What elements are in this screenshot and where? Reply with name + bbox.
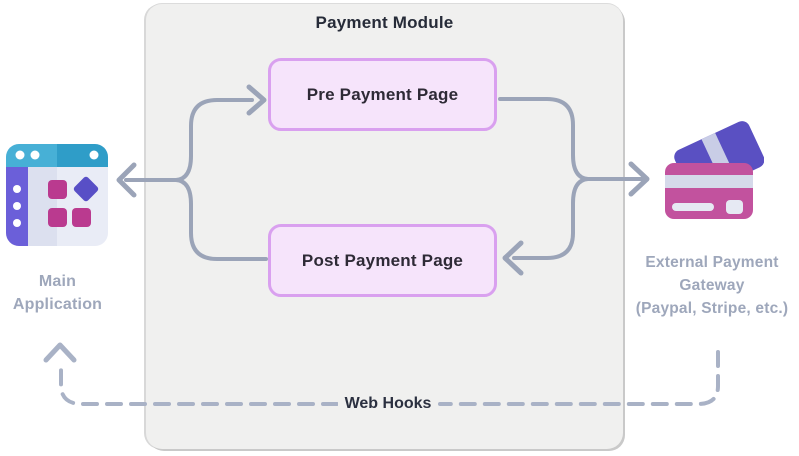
pre-payment-page-label: Pre Payment Page — [306, 84, 459, 104]
main-application-label-line2: Application — [12, 296, 103, 313]
post-payment-page-node: Post Payment Page — [268, 224, 497, 297]
credit-card-icon — [665, 121, 764, 219]
arrowhead-to-main-app — [116, 162, 137, 198]
pre-payment-page-node: Pre Payment Page — [268, 58, 497, 131]
external-gateway-label-line1: External Payment — [645, 254, 779, 271]
external-gateway-label-line2: Gateway — [679, 277, 745, 294]
external-gateway-label-line3: (Paypal, Stripe, etc.) — [635, 300, 789, 317]
payment-module-title: Payment Module — [315, 13, 454, 32]
external-gateway-label: External Payment Gateway (Paypal, Stripe… — [625, 251, 799, 320]
app-window-icon — [6, 144, 108, 246]
main-application-label-line1: Main — [38, 273, 77, 290]
webhooks-label: Web Hooks — [338, 394, 438, 414]
arrowhead-webhooks-up — [43, 342, 77, 363]
main-application-label: Main Application — [0, 270, 125, 316]
arrowhead-to-gateway — [628, 161, 650, 197]
post-payment-page-label: Post Payment Page — [301, 250, 464, 270]
